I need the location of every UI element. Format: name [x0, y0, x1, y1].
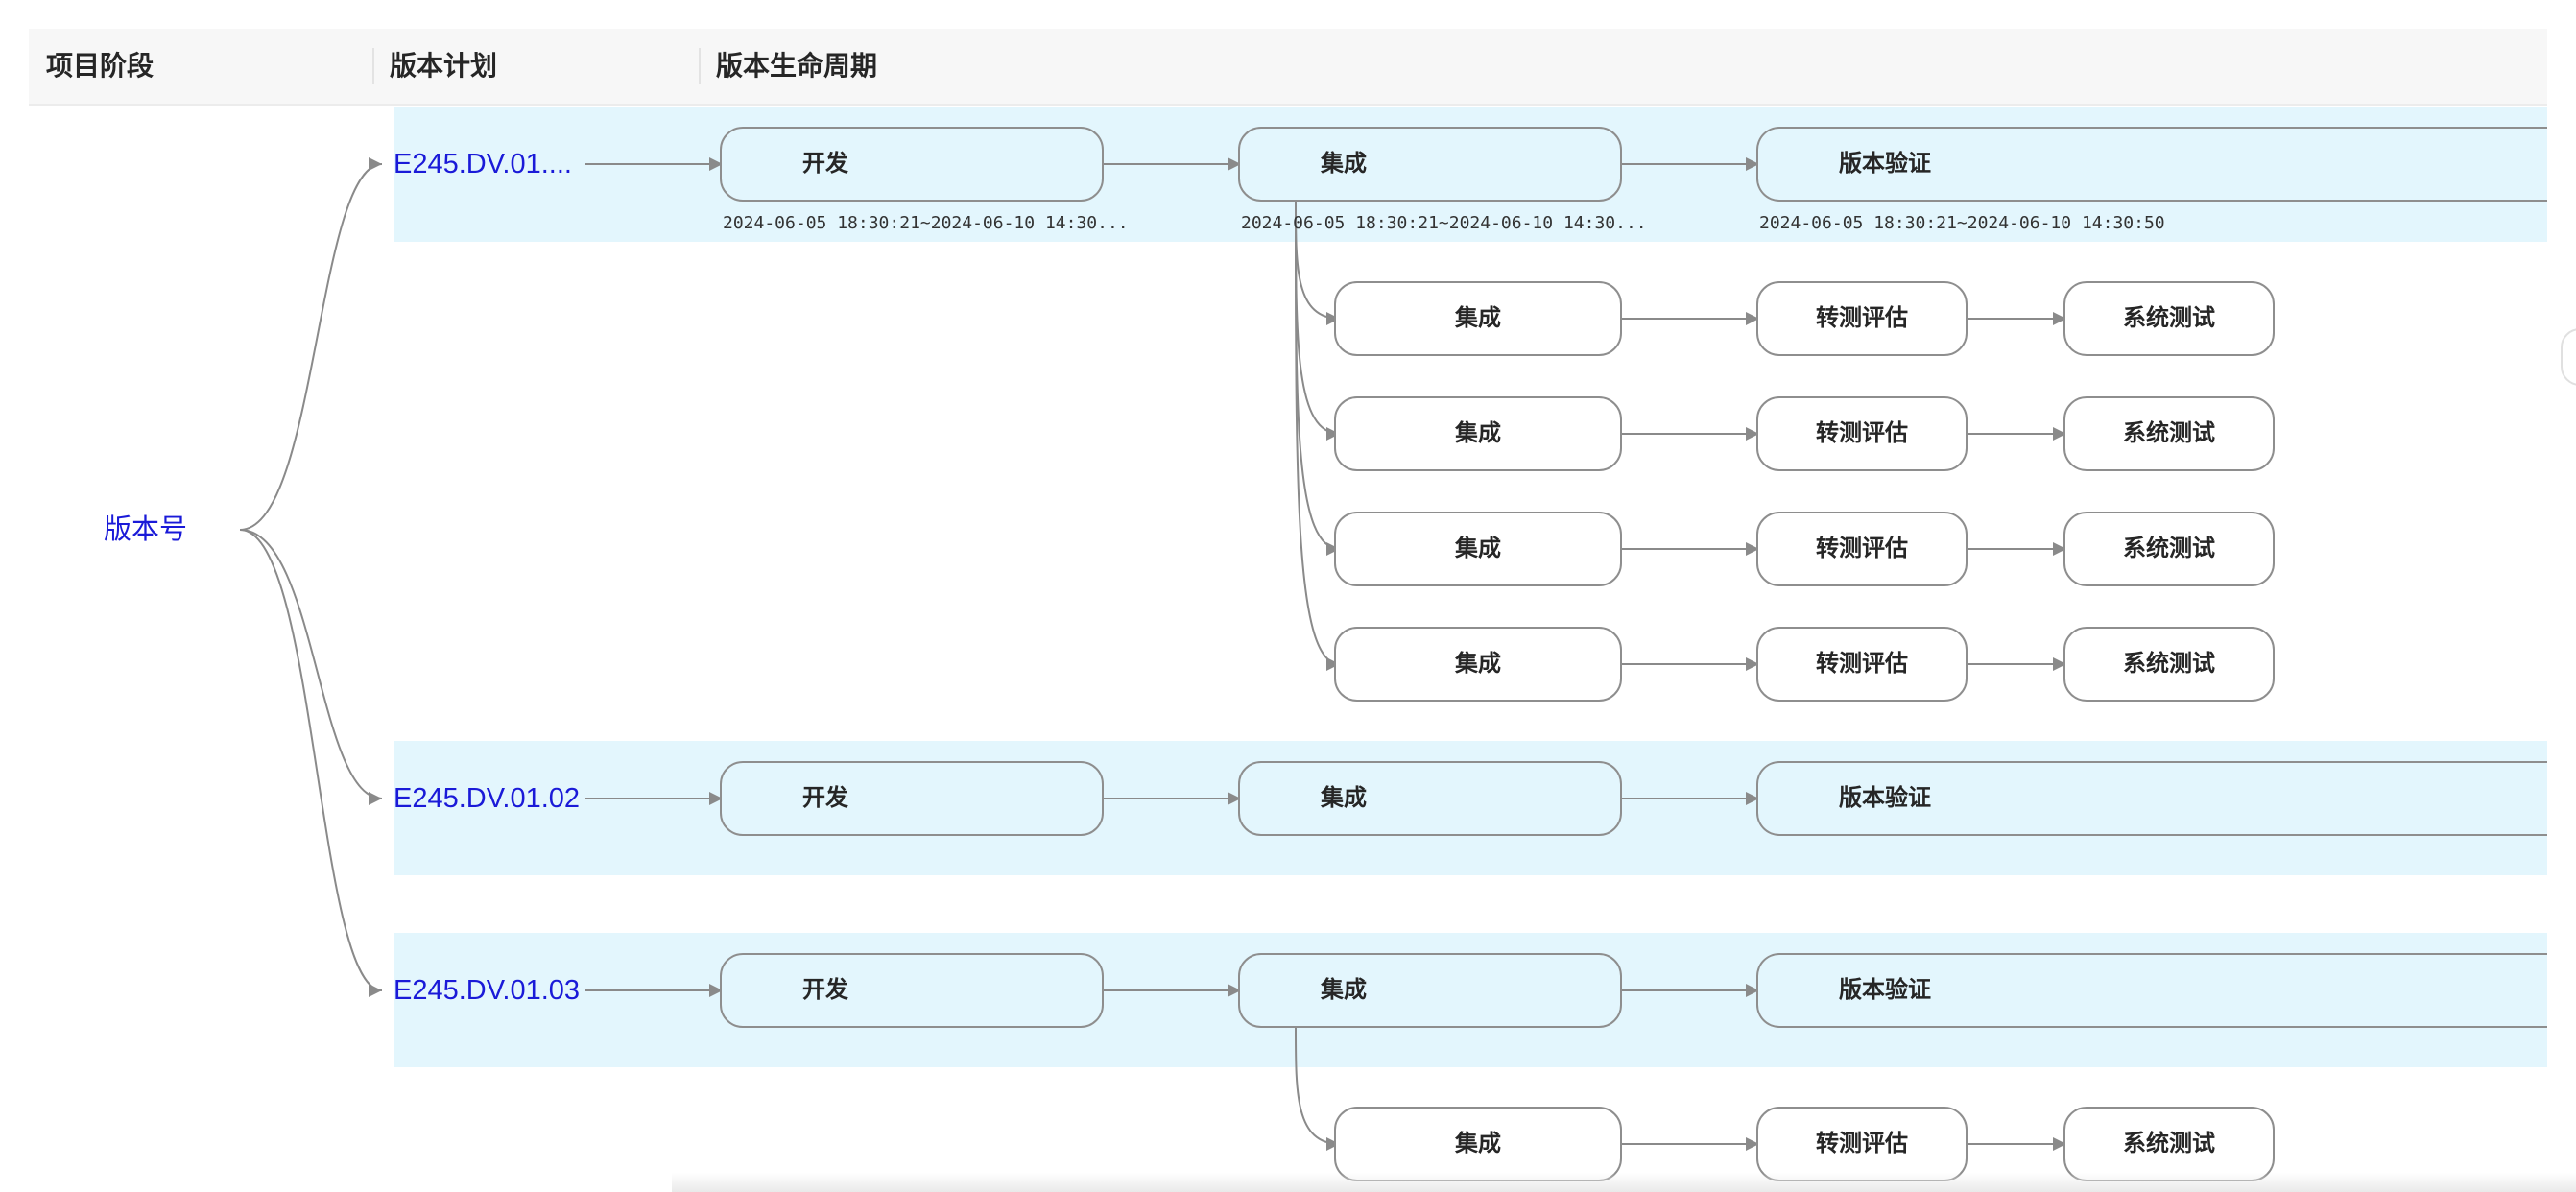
- stage-node-version-verification[interactable]: 版本验证: [1756, 127, 2547, 202]
- stage-node-develop[interactable]: 开发: [720, 127, 1104, 202]
- column-header-version-plan: 版本计划: [390, 51, 498, 81]
- branch-node-integration[interactable]: 集成: [1334, 512, 1622, 586]
- branch-node-system-test[interactable]: 系统测试: [2063, 1107, 2275, 1181]
- branch-node-system-test[interactable]: 系统测试: [2063, 396, 2275, 471]
- column-divider: [372, 48, 374, 84]
- branch-node-transfer-evaluation[interactable]: 转测评估: [1756, 281, 1968, 356]
- plan-label-1[interactable]: E245.DV.01....: [394, 149, 572, 179]
- edge-root-to-plan-1: [239, 157, 383, 531]
- stage-time-integration: 2024-06-05 18:30:21~2024-06-10 14:30...: [1241, 213, 1647, 233]
- column-header-project-stage: 项目阶段: [46, 51, 155, 81]
- column-divider: [699, 48, 701, 84]
- table-header: 项目阶段 版本计划 版本生命周期: [29, 29, 2547, 106]
- stage-node-develop[interactable]: 开发: [720, 761, 1104, 836]
- plan-label-2[interactable]: E245.DV.01.02: [394, 783, 581, 814]
- branch-node-transfer-evaluation[interactable]: 转测评估: [1756, 512, 1968, 586]
- branch-node-integration[interactable]: 集成: [1334, 1107, 1622, 1181]
- scroll-shadow: [672, 1173, 2576, 1192]
- branch-node-transfer-evaluation[interactable]: 转测评估: [1756, 627, 1968, 702]
- stage-node-integration[interactable]: 集成: [1238, 761, 1622, 836]
- side-panel-handle[interactable]: [2561, 328, 2576, 386]
- branch-node-system-test[interactable]: 系统测试: [2063, 281, 2275, 356]
- branch-node-integration[interactable]: 集成: [1334, 281, 1622, 356]
- branch-node-system-test[interactable]: 系统测试: [2063, 512, 2275, 586]
- stage-node-version-verification[interactable]: 版本验证: [1756, 953, 2547, 1028]
- branch-node-system-test[interactable]: 系统测试: [2063, 627, 2275, 702]
- stage-node-develop[interactable]: 开发: [720, 953, 1104, 1028]
- stage-node-version-verification[interactable]: 版本验证: [1756, 761, 2547, 836]
- root-version-label[interactable]: 版本号: [104, 514, 188, 545]
- stage-time-develop: 2024-06-05 18:30:21~2024-06-10 14:30...: [723, 213, 1129, 233]
- branch-node-integration[interactable]: 集成: [1334, 396, 1622, 471]
- branch-node-transfer-evaluation[interactable]: 转测评估: [1756, 396, 1968, 471]
- plan-label-3[interactable]: E245.DV.01.03: [394, 975, 581, 1006]
- stage-node-integration[interactable]: 集成: [1238, 953, 1622, 1028]
- stage-node-integration[interactable]: 集成: [1238, 127, 1622, 202]
- column-header-version-lifecycle: 版本生命周期: [716, 51, 878, 81]
- stage-time-version-verification: 2024-06-05 18:30:21~2024-06-10 14:30:50: [1759, 213, 2165, 233]
- edge-root-to-plan-3: [239, 529, 383, 997]
- edge-root-to-plan-2: [239, 529, 383, 805]
- branch-node-transfer-evaluation[interactable]: 转测评估: [1756, 1107, 1968, 1181]
- branch-node-integration[interactable]: 集成: [1334, 627, 1622, 702]
